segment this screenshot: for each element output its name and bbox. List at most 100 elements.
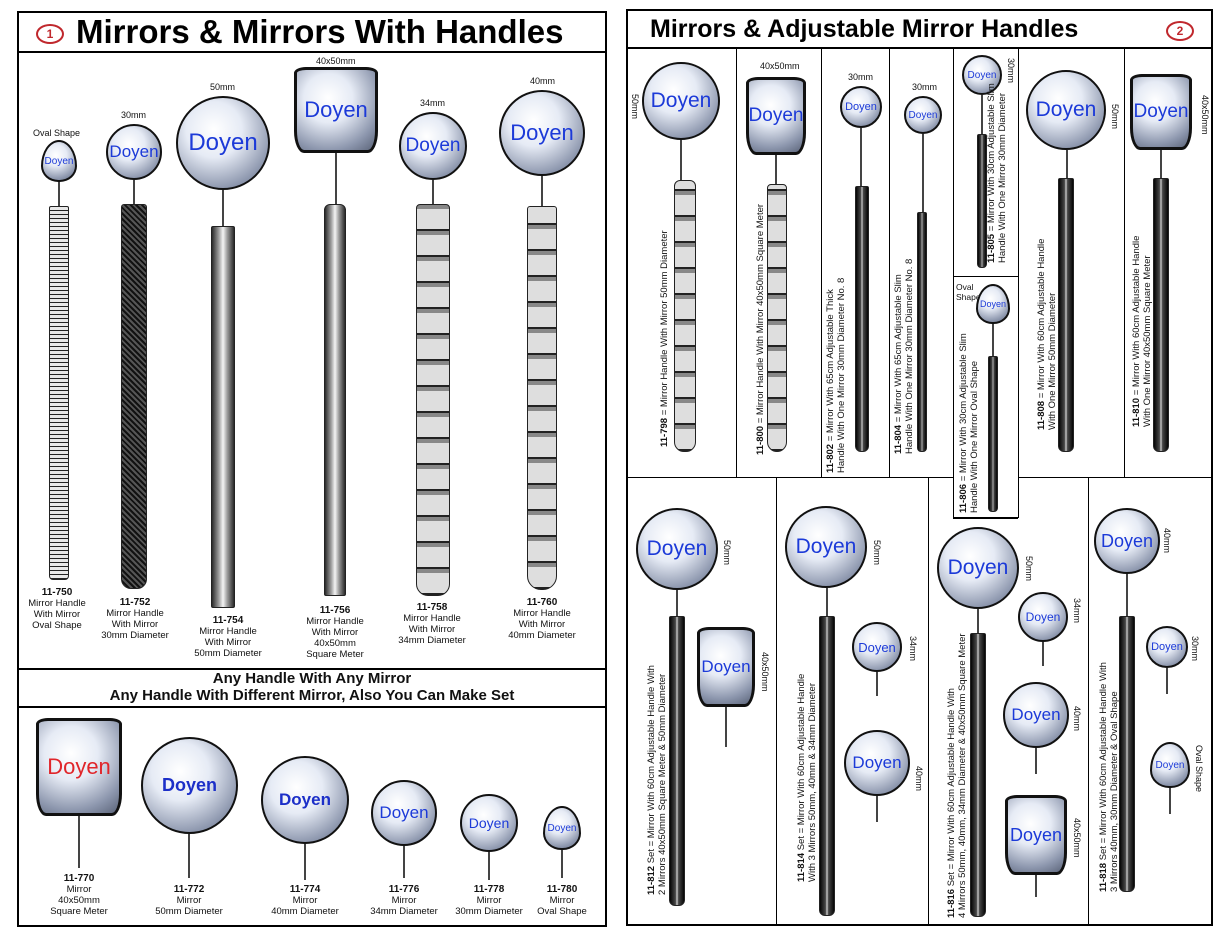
ribbed-handle bbox=[49, 206, 69, 580]
dimension-label: 40mm bbox=[1162, 528, 1172, 554]
product-code: 11-754 bbox=[212, 615, 244, 626]
round-mirror-head: Doyen bbox=[176, 96, 270, 190]
set-code: 11-818 bbox=[1098, 862, 1109, 892]
round-mirror-head: Doyen bbox=[642, 62, 720, 140]
brand-label: Doyen bbox=[1151, 641, 1183, 653]
caption-line: With Mirror bbox=[408, 624, 456, 635]
product-11-805-description: 11-805 = Mirror With 30cm Adjustable Sli… bbox=[986, 83, 1008, 263]
mirror-stem bbox=[826, 588, 828, 618]
product-code: 11-806 bbox=[958, 483, 969, 513]
product-code: 11-805 bbox=[986, 233, 997, 263]
product-11-798-description: 11-798 = Mirror Handle With Mirror 50mm … bbox=[659, 230, 670, 447]
product-code: 11-798 bbox=[659, 417, 670, 447]
round-mirror-head: Doyen bbox=[844, 730, 910, 796]
square-mirror-head: Doyen bbox=[36, 718, 122, 816]
knurled-handle bbox=[121, 204, 147, 589]
caption-line: Mirror bbox=[176, 895, 202, 906]
mirror-stem bbox=[992, 324, 994, 358]
caption-line: 40mm Diameter bbox=[508, 630, 576, 641]
dimension-label: 30mm bbox=[1190, 636, 1200, 662]
mirror-stem bbox=[775, 155, 777, 185]
slim-telescopic-handle bbox=[977, 134, 987, 268]
banner-line: Any Handle With Any Mirror bbox=[212, 670, 412, 687]
mirror-11-780-caption: 11-780 Mirror Oval Shape bbox=[517, 884, 607, 917]
dimension-label: 50mm bbox=[722, 540, 732, 566]
product-11-802-description: 11-802 = Mirror With 65cm Adjustable Thi… bbox=[825, 278, 847, 473]
caption-line: Oval Shape bbox=[32, 620, 82, 631]
product-description: = Mirror With 60cm Adjustable Handle bbox=[1131, 235, 1142, 398]
any-handle-banner: Any Handle With Any Mirror Any Handle Wi… bbox=[17, 670, 607, 704]
mirror-stem bbox=[922, 134, 924, 214]
dimension-label: 40x50mm bbox=[1200, 95, 1210, 135]
brand-label: Doyen bbox=[1011, 705, 1061, 724]
product-code: 11-776 bbox=[388, 884, 420, 895]
dimension-label: Oval Shape bbox=[1194, 745, 1204, 793]
mirror-stem bbox=[1035, 875, 1037, 897]
caption-line: 50mm Diameter bbox=[155, 906, 223, 917]
product-11-754-dimension: 50mm bbox=[210, 82, 236, 92]
brand-label: Doyen bbox=[47, 754, 111, 779]
product-description-line2: With One Mirror 40x50mm Square Meter bbox=[1142, 255, 1153, 427]
set-description: Set = Mirror With 60cm Adjustable Handle bbox=[796, 673, 807, 853]
dimension-label: 50mm bbox=[630, 94, 640, 120]
round-mirror-head: Doyen bbox=[499, 90, 585, 176]
round-mirror-head: Doyen bbox=[962, 55, 1002, 95]
mirror-stem bbox=[977, 609, 979, 635]
square-mirror-head: Doyen bbox=[746, 77, 806, 155]
product-11-804-description: 11-804 = Mirror With 65cm Adjustable Sli… bbox=[893, 259, 915, 454]
telescopic-handle bbox=[855, 186, 869, 452]
product-code: 11-760 bbox=[526, 597, 558, 608]
engraved-handle bbox=[674, 180, 696, 452]
cell-divider bbox=[953, 48, 954, 518]
round-mirror-head: Doyen bbox=[636, 508, 718, 590]
mirror-stem bbox=[680, 140, 682, 182]
mirror-stem bbox=[188, 834, 190, 878]
caption-line: Square Meter bbox=[306, 649, 364, 660]
dimension-label: 30mm bbox=[912, 82, 938, 92]
dimension-label: 50mm bbox=[1024, 556, 1034, 582]
square-mirror-head: Doyen bbox=[1130, 74, 1192, 150]
caption-line: Mirror Handle bbox=[28, 598, 86, 609]
mirror-stem bbox=[1035, 748, 1037, 774]
caption-line: With Mirror bbox=[111, 619, 159, 630]
cell-divider bbox=[889, 48, 890, 478]
brand-label: Doyen bbox=[908, 109, 938, 121]
caption-line: With Mirror bbox=[33, 609, 81, 620]
product-description-line2: Handle With One Mirror 30mm Diameter No.… bbox=[836, 277, 847, 473]
plain-handle bbox=[324, 204, 346, 596]
product-11-758-dimension: 34mm bbox=[420, 98, 446, 108]
brand-label: Doyen bbox=[858, 639, 896, 655]
caption-line: 34mm Diameter bbox=[370, 906, 438, 917]
caption-line: Oval Shape bbox=[537, 906, 587, 917]
set-code: 11-816 bbox=[946, 888, 957, 918]
brand-label: Doyen bbox=[852, 753, 902, 772]
round-mirror-head: Doyen bbox=[937, 527, 1019, 609]
product-11-754-caption: 11-754 Mirror Handle With Mirror 50mm Di… bbox=[183, 615, 273, 659]
product-11-808-description: 11-808 = Mirror With 60cm Adjustable Han… bbox=[1036, 239, 1058, 430]
cell-divider bbox=[1124, 48, 1125, 478]
set-11-814-description: 11-814 Set = Mirror With 60cm Adjustable… bbox=[796, 674, 818, 882]
mirror-stem bbox=[1042, 642, 1044, 666]
right-catalog-title: Mirrors & Adjustable Mirror Handles bbox=[650, 15, 1079, 43]
brand-label: Doyen bbox=[795, 535, 857, 558]
brand-label: Doyen bbox=[279, 790, 331, 809]
set-11-816-description: 11-816 Set = Mirror With 60cm Adjustable… bbox=[946, 633, 968, 918]
product-description: = Mirror With 65cm Adjustable Thick bbox=[825, 289, 836, 444]
mirror-stem bbox=[876, 672, 878, 696]
brand-label: Doyen bbox=[1035, 98, 1097, 121]
brand-label: Doyen bbox=[1133, 101, 1189, 122]
dimension-label: 30mm bbox=[1006, 58, 1016, 84]
round-mirror-head: Doyen bbox=[852, 622, 902, 672]
product-11-756-dimension: 40x50mm bbox=[316, 56, 356, 66]
caption-line: With Mirror bbox=[204, 637, 252, 648]
product-code: 11-780 bbox=[546, 884, 578, 895]
brand-label: Doyen bbox=[845, 101, 877, 113]
set-code: 11-812 bbox=[646, 865, 657, 895]
mirror-stem bbox=[78, 816, 80, 868]
caption-line: 40mm Diameter bbox=[271, 906, 339, 917]
caption-line: With Mirror bbox=[311, 627, 359, 638]
banner-bottom-divider bbox=[17, 706, 607, 708]
product-code: 11-770 bbox=[63, 873, 95, 884]
row-divider bbox=[626, 477, 953, 478]
set-description-line2: 2 Mirrors 40x50mm Square Meter & 50mm Di… bbox=[657, 673, 668, 895]
